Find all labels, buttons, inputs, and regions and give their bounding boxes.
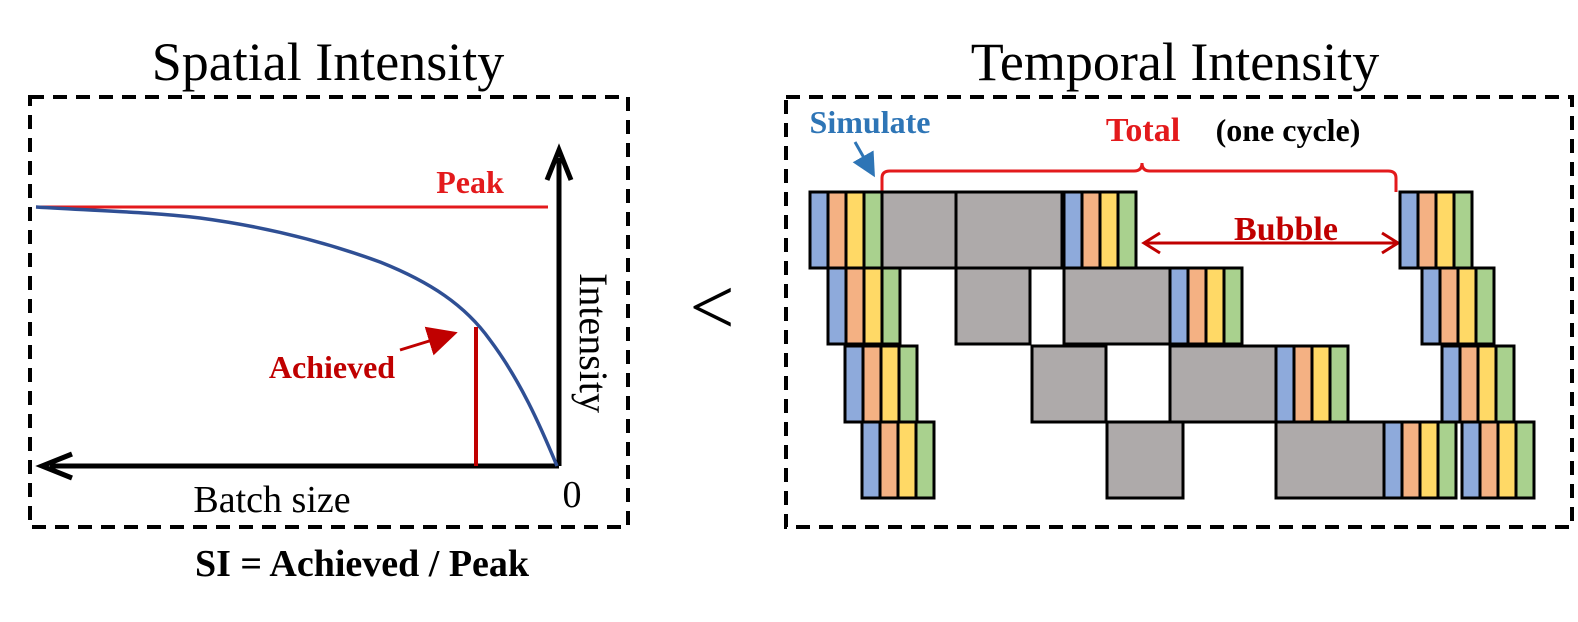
simulate-stripe — [1460, 420, 1482, 500]
one-cycle-label: (one cycle) — [1216, 112, 1361, 148]
simulate-block — [1168, 266, 1244, 346]
simulate-stripe — [1328, 344, 1350, 424]
train-block — [880, 190, 958, 270]
total-brace — [880, 162, 1398, 192]
spatial-panel-frame — [28, 95, 630, 529]
simulate-stripe — [1440, 344, 1462, 424]
simulate-stripe — [1382, 420, 1404, 500]
simulate-stripe — [1474, 266, 1496, 346]
simulate-block — [826, 266, 902, 346]
pipeline-diagram — [808, 190, 1536, 500]
train-block — [1274, 420, 1386, 500]
simulate-stripe — [1494, 344, 1516, 424]
train-block — [1105, 420, 1185, 500]
simulate-stripe — [1452, 190, 1474, 270]
simulate-stripe — [880, 266, 902, 346]
simulate-stripe — [1496, 420, 1518, 500]
peak-label: Peak — [436, 164, 504, 200]
simulate-stripe — [1168, 266, 1190, 346]
simulate-stripe — [1416, 190, 1438, 270]
simulate-arrow — [852, 141, 875, 178]
simulate-stripe — [844, 266, 866, 346]
simulate-stripe — [1434, 190, 1456, 270]
simulate-stripe — [1400, 420, 1422, 500]
simulate-stripe — [897, 344, 919, 424]
simulate-stripe — [1476, 344, 1498, 424]
simulate-stripe — [1478, 420, 1500, 500]
simulate-stripe — [844, 190, 866, 270]
spatial-intensity-title: Spatial Intensity — [152, 32, 504, 92]
simulate-stripe — [1420, 266, 1442, 346]
simulate-stripe — [860, 420, 882, 500]
train-block — [954, 266, 1032, 346]
simulate-stripe — [914, 420, 936, 500]
simulate-stripe — [862, 190, 884, 270]
origin-label: 0 — [563, 474, 582, 516]
simulate-stripe — [861, 344, 883, 424]
simulate-stripe — [1292, 344, 1314, 424]
simulate-block — [1460, 420, 1536, 500]
bubble-arrow-left-head — [1141, 231, 1161, 255]
y-axis-label: Intensity — [571, 273, 616, 413]
simulate-stripe — [843, 344, 865, 424]
simulate-block — [1382, 420, 1458, 500]
simulate-stripe — [826, 190, 848, 270]
simulate-stripe — [862, 266, 884, 346]
simulate-stripe — [1222, 266, 1244, 346]
simulate-stripe — [1098, 190, 1120, 270]
train-block — [954, 190, 1064, 270]
simulate-stripe — [1456, 266, 1478, 346]
simulate-label: Simulate — [810, 104, 931, 140]
simulate-stripe — [1418, 420, 1440, 500]
simulate-stripe — [1062, 190, 1084, 270]
simulate-stripe — [1116, 190, 1138, 270]
simulate-stripe — [1436, 420, 1458, 500]
train-block — [1062, 266, 1172, 346]
simulate-stripe — [826, 266, 848, 346]
simulate-stripe — [1438, 266, 1460, 346]
simulate-stripe — [1186, 266, 1208, 346]
simulate-stripe — [1274, 344, 1296, 424]
simulate-stripe — [1514, 420, 1536, 500]
temporal-panel-frame — [784, 95, 1574, 529]
train-block — [1168, 344, 1278, 424]
simulate-stripe — [879, 344, 901, 424]
simulate-stripe — [1398, 190, 1420, 270]
achieved-curve — [35, 205, 559, 467]
simulate-block — [860, 420, 936, 500]
simulate-stripe — [1458, 344, 1480, 424]
simulate-block — [1420, 266, 1496, 346]
simulate-stripe — [808, 190, 830, 270]
simulate-stripe — [896, 420, 918, 500]
simulate-stripe — [878, 420, 900, 500]
simulate-stripe — [1204, 266, 1226, 346]
less-than-symbol: < — [689, 264, 734, 352]
x-axis-arrowhead — [35, 451, 73, 481]
y-axis-arrowhead — [544, 143, 574, 181]
si-formula: SI = Achieved / Peak — [195, 543, 530, 585]
x-axis-label: Batch size — [193, 479, 350, 521]
simulate-stripe — [1310, 344, 1332, 424]
train-block — [1030, 344, 1108, 424]
total-label: Total — [1106, 112, 1180, 149]
achieved-label: Achieved — [269, 349, 395, 385]
achieved-arrow — [399, 326, 458, 356]
temporal-intensity-title: Temporal Intensity — [971, 32, 1380, 92]
bubble-arrow-right-head — [1381, 231, 1401, 255]
simulate-stripe — [1080, 190, 1102, 270]
